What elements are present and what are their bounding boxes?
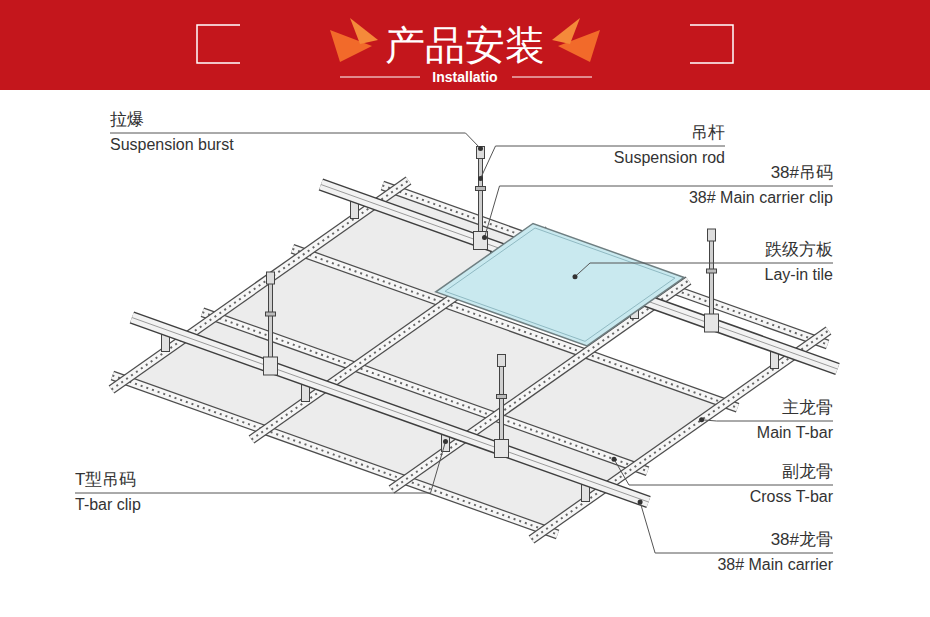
part-label: 跌级方板 [765, 240, 833, 260]
part-label: 38# Main carrier clip [689, 188, 833, 208]
main-carrier [132, 318, 649, 503]
part-label: 38#吊码 [771, 163, 833, 183]
leader-dot [573, 274, 578, 279]
ceiling-tile [495, 353, 725, 466]
leader-dot [443, 439, 448, 444]
leader-dot [478, 176, 483, 181]
suspension-rod [500, 365, 504, 446]
leader-line [485, 186, 834, 238]
leader-lines [75, 133, 833, 553]
expansion-bolt [477, 147, 485, 159]
part-label: Cross T-bar [750, 487, 833, 507]
part-label: 吊杆 [691, 123, 725, 143]
header-bracket [197, 25, 240, 63]
rod-nut [476, 187, 486, 191]
suspension-rod [710, 239, 714, 320]
part-label: Suspension burst [110, 135, 234, 155]
leader-dot [612, 457, 617, 462]
leader-dot [478, 146, 483, 151]
leader-line [640, 502, 833, 553]
part-label: 主龙骨 [782, 398, 833, 418]
main-carrier [132, 318, 649, 503]
part-label: 38# Main carrier [717, 555, 833, 575]
part-label: Main T-bar [757, 423, 833, 443]
leader-dot [638, 500, 643, 505]
main-carrier-edge [132, 318, 649, 503]
page-title: 产品安装 [0, 22, 930, 68]
suspension-rod [479, 157, 483, 238]
expansion-bolt [708, 229, 716, 241]
ceiling-grid [112, 147, 838, 540]
part-label: 38#龙骨 [771, 530, 833, 550]
expansion-bolt [267, 272, 275, 284]
carrier-clip [495, 440, 509, 458]
part-label: T-bar clip [75, 495, 141, 515]
rod-nut [707, 269, 717, 273]
carrier-clip [264, 357, 278, 375]
main-carrier-edge [321, 185, 838, 370]
header-bracket [690, 25, 733, 63]
rod-nut [266, 312, 276, 316]
t-bar-holes [112, 376, 557, 535]
part-label: 拉爆 [110, 110, 144, 130]
expansion-bolt [498, 355, 506, 367]
lay-in-tile-edge [445, 228, 675, 341]
carrier-clip [705, 314, 719, 332]
leader-line [481, 146, 726, 179]
lay-in-tile [436, 223, 684, 345]
main-carrier [321, 185, 838, 370]
rod-nut [497, 395, 507, 399]
header-triangle [350, 18, 378, 44]
suspension-rod [269, 282, 273, 363]
subtitle: Installatio [0, 67, 930, 87]
header-band [0, 0, 930, 90]
leader-dot [482, 235, 487, 240]
part-label: Suspension rod [614, 148, 725, 168]
leader-line [614, 459, 833, 485]
header-triangle [552, 18, 580, 44]
leader-dot [699, 417, 704, 422]
leader-line [702, 420, 833, 421]
main-carrier [321, 185, 838, 370]
part-label: 副龙骨 [782, 462, 833, 482]
leader-line [75, 442, 446, 494]
part-label: Lay-in tile [765, 265, 833, 285]
t-bar [112, 376, 557, 535]
t-bar [112, 376, 557, 535]
header-rule [340, 77, 420, 78]
header-rule [512, 77, 592, 78]
part-label: T型吊码 [75, 470, 136, 490]
